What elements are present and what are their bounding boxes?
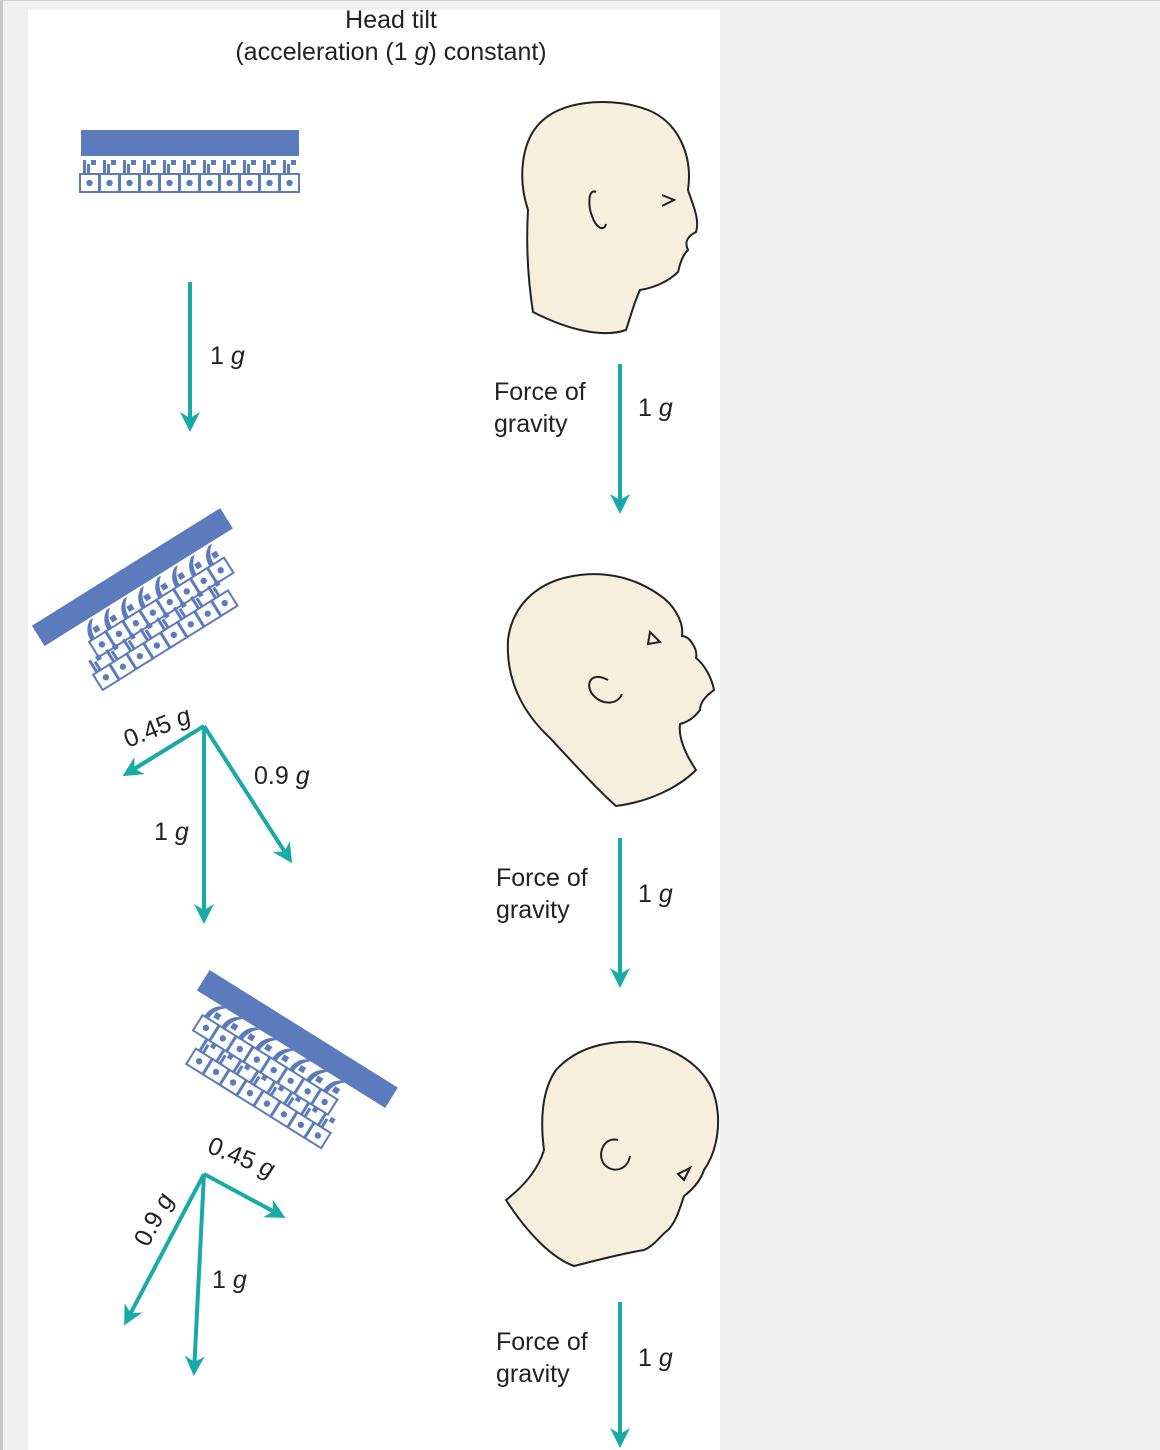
vector-label-09g-panel2: 0.9 g [254,762,310,790]
vector-09g-panel2 [204,726,290,860]
svg-text:1 g: 1 g [638,1344,673,1372]
head-upright [522,102,697,333]
gravity-label-panel2: Force of gravity 1 g [496,864,673,924]
viewer-top-border [0,0,1160,1]
gravity-label-panel1: Force of gravity 1 g [494,378,673,438]
vector-label-045g-panel3: 0.45 g [204,1132,279,1184]
figure-panel: Head tilt (acceleration (1 g) constant) [28,10,720,1450]
hair-cells-tilted-up [32,508,269,704]
svg-text:1 g: 1 g [638,394,673,422]
hair-cells-tilted-down [161,970,398,1166]
svg-text:Force of: Force of [496,864,588,892]
svg-text:gravity: gravity [496,1360,570,1388]
svg-text:gravity: gravity [496,896,570,924]
head-tilt-diagram: Head tilt (acceleration (1 g) constant) [28,10,720,1450]
svg-text:gravity: gravity [494,410,568,438]
viewer-left-border [0,0,3,1450]
head-tilted-forward [506,1042,718,1266]
vector-label-1g-panel2: 1 g [154,818,189,846]
svg-text:Force of: Force of [494,378,586,406]
hair-cells-level [80,130,299,192]
head-tilted-back [508,574,714,806]
figure-title-line2: (acceleration (1 g) constant) [235,38,546,66]
vector-label-09g-panel3: 0.9 g [129,1188,180,1250]
figure-title-line1: Head tilt [345,10,437,34]
svg-text:Force of: Force of [496,1328,588,1356]
gravity-label-panel3: Force of gravity 1 g [496,1328,673,1388]
vector-label-045g-panel2: 0.45 g [120,702,195,754]
vector-label-1g-panel3: 1 g [212,1266,247,1294]
svg-text:1 g: 1 g [638,880,673,908]
vector-1g-panel3 [194,1174,204,1372]
vector-045g-panel3 [204,1174,282,1216]
vector-label-1g-panel1: 1 g [210,342,245,370]
